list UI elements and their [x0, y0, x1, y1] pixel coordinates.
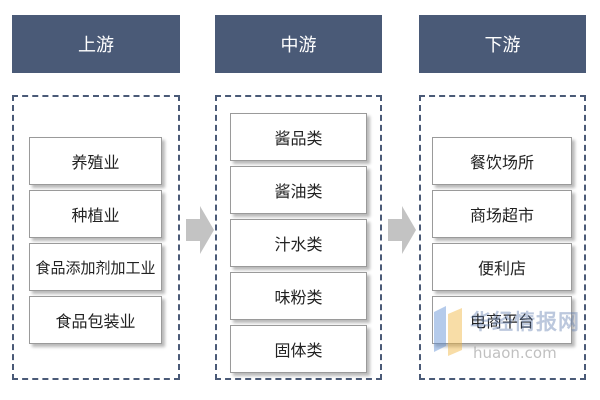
upstream-item: 食品添加剂加工业 — [29, 243, 162, 291]
downstream-header: 下游 — [419, 15, 586, 73]
upstream-item: 养殖业 — [29, 137, 162, 185]
downstream-header-label: 下游 — [484, 35, 521, 56]
midstream-box: 酱品类 酱油类 汁水类 味粉类 固体类 — [215, 95, 382, 380]
midstream-header-label: 中游 — [280, 35, 317, 56]
upstream-item: 食品包装业 — [29, 296, 162, 344]
downstream-item: 便利店 — [432, 243, 572, 291]
midstream-item: 酱油类 — [230, 166, 367, 214]
upstream-item-label: 养殖业 — [71, 153, 120, 172]
midstream-item: 固体类 — [230, 325, 367, 373]
upstream-item-label: 种植业 — [71, 206, 120, 225]
downstream-item-label: 餐饮场所 — [469, 153, 534, 172]
upstream-header: 上游 — [12, 15, 180, 73]
upstream-header-label: 上游 — [78, 35, 114, 56]
upstream-item: 种植业 — [29, 190, 162, 238]
downstream-item-label: 商场超市 — [469, 206, 534, 225]
downstream-item-label: 便利店 — [477, 259, 526, 278]
downstream-item: 商场超市 — [432, 190, 572, 238]
midstream-item-label: 味粉类 — [274, 288, 323, 307]
upstream-item-label: 食品包装业 — [55, 312, 136, 331]
arrow-right-icon — [186, 206, 214, 254]
midstream-item: 汁水类 — [230, 219, 367, 267]
downstream-item: 餐饮场所 — [432, 137, 572, 185]
midstream-item-label: 汁水类 — [274, 235, 323, 254]
upstream-box: 养殖业 种植业 食品添加剂加工业 食品包装业 — [12, 95, 180, 380]
midstream-item-label: 酱油类 — [274, 182, 323, 201]
midstream-item: 酱品类 — [230, 113, 367, 161]
midstream-item-label: 固体类 — [274, 341, 323, 360]
midstream-item-label: 酱品类 — [274, 129, 323, 148]
downstream-item: 电商平台 — [432, 296, 572, 344]
midstream-item: 味粉类 — [230, 272, 367, 320]
upstream-item-label: 食品添加剂加工业 — [35, 258, 156, 277]
downstream-item-label: 电商平台 — [469, 312, 534, 331]
midstream-header: 中游 — [215, 15, 382, 73]
arrow-right-icon — [388, 206, 416, 254]
downstream-box: 餐饮场所 商场超市 便利店 电商平台 — [419, 95, 586, 380]
